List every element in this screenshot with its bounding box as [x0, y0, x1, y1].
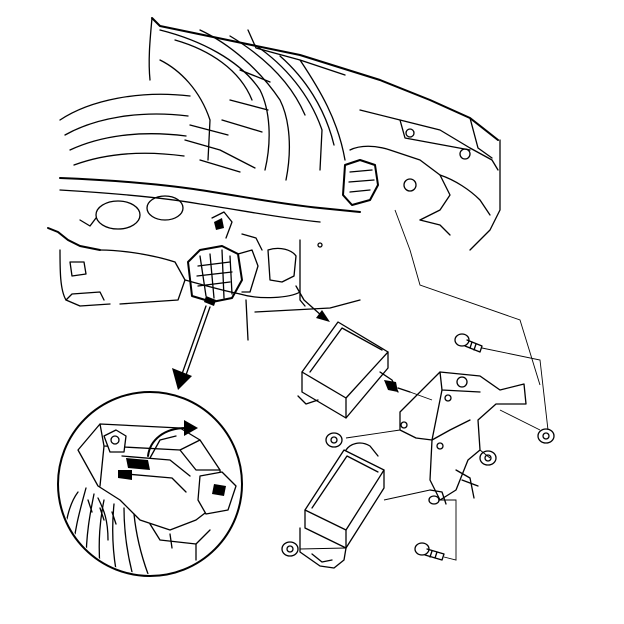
engine-assembly: [47, 17, 541, 386]
upper-control-module: [297, 321, 411, 419]
bolt: [428, 495, 440, 505]
nut: [537, 428, 555, 444]
bolt: [414, 542, 445, 561]
nut: [325, 432, 343, 448]
bolt: [454, 333, 483, 353]
fasteners: [281, 333, 555, 561]
lower-control-module: [299, 442, 385, 569]
assembly-guide-lines: [299, 347, 549, 561]
nut: [479, 450, 497, 466]
transmission-connector: [187, 211, 263, 306]
connector-detail-inset: [57, 391, 243, 577]
cooling-fan-shroud: [59, 29, 346, 181]
nut: [281, 541, 299, 557]
mounting-bracket: [399, 371, 527, 505]
leader-arrows: [172, 285, 330, 390]
